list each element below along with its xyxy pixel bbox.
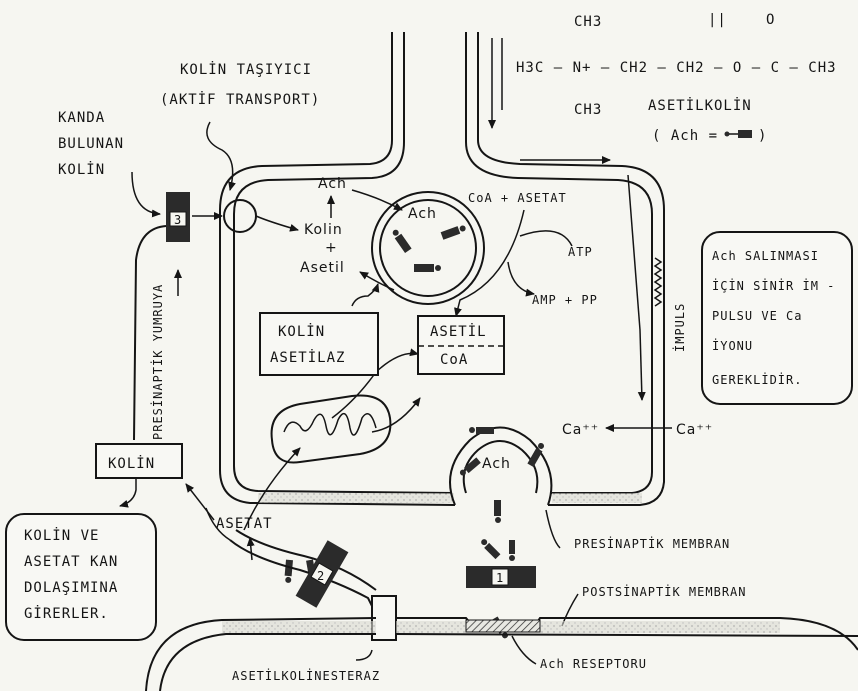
bulunan-label: BULUNAN: [58, 136, 124, 152]
note-line3: PULSU VE Ca: [712, 309, 802, 323]
kolin-ve-line3: DOLAŞIMINA: [24, 580, 118, 596]
arrow-asetat-to-mito: [243, 447, 301, 531]
kolin-blood-label: KOLİN: [58, 160, 105, 178]
impulse-zigzag: [653, 257, 663, 307]
enzyme-label-pointer: [355, 649, 373, 661]
release-vesicle-inner: [462, 440, 539, 494]
arrow-to-asetat: [246, 537, 255, 561]
presynaptic-membrane-dots: [258, 493, 454, 503]
atp-label: ATP: [568, 245, 593, 259]
kolin-box: [95, 443, 183, 479]
note-line5: GEREKLİDİR.: [712, 372, 802, 387]
ach-legend-symbol-icon: [724, 130, 752, 138]
asetil-label: Asetil: [300, 260, 345, 276]
kolin-asetilaz-line2: ASETİLAZ: [270, 348, 345, 366]
mitochondrion-cristae: [283, 412, 377, 436]
choline-return-path: [133, 225, 167, 441]
presinaptik-yumruya-label: PRESİNAPTİK YUMRUYA: [150, 284, 165, 440]
ach-vesicle-label: Ach: [408, 206, 437, 222]
arrow-ach-into-vesicle: [351, 189, 403, 211]
ach-release-label: Ach: [482, 456, 511, 472]
arrow-blood-choline: [131, 171, 161, 218]
choline-transporter: [223, 199, 257, 233]
channel-1-number: 1: [496, 571, 504, 585]
arrow-enzyme: [351, 283, 380, 307]
presynaptic-inner-membrane: [233, 32, 653, 494]
release-vesicle: [449, 426, 553, 506]
channel-2-number: 2: [317, 569, 325, 583]
aktif-transport-label: (AKTİF TRANSPORT): [160, 90, 320, 108]
channel-2: [295, 540, 349, 608]
arrow-coa-to-asetilcoa: [454, 209, 525, 317]
postsynaptic-membrane-inner: [159, 633, 858, 691]
receptor-label-pointer: [511, 635, 537, 665]
kolin-tasiyici-title: KOLİN TAŞIYICI: [180, 60, 312, 78]
note-line4: İYONU: [712, 338, 753, 353]
impuls-label: İMPULS: [672, 303, 687, 352]
kolin-inside-label: Kolin: [304, 222, 343, 238]
synaptic-vesicle-inner: [379, 199, 477, 297]
plus-label: +: [325, 240, 338, 256]
structure-abbrev: ( Ach =: [652, 128, 718, 144]
postsynaptic-membrane-dots-2: [396, 621, 466, 633]
kolin-asetilaz-box: [259, 312, 379, 376]
ca-inside-label: Ca⁺⁺: [562, 422, 599, 438]
structure-oxygen: O: [766, 12, 775, 28]
ach-top-label: Ach: [318, 176, 347, 192]
mitochondrion: [270, 394, 392, 464]
kanda-label: KANDA: [58, 110, 105, 126]
arrow-mito-to-coa: [371, 397, 421, 433]
channel-3-number: 3: [174, 213, 182, 227]
ach-molecule-icons: [284, 225, 544, 639]
kolin-ve-line4: GİRERLER.: [24, 604, 109, 622]
arrow-to-kolin-box: [185, 483, 215, 521]
kolin-ve-line1: KOLİN VE: [24, 526, 99, 544]
postsinaptik-membran-label: POSTSİNAPTİK MEMBRAN: [582, 584, 747, 599]
kolin-ve-line2: ASETAT KAN: [24, 554, 118, 570]
atp-curve: [519, 230, 573, 247]
structure-line-ch3-bottom: CH3: [574, 102, 602, 118]
structure-name: ASETİLKOLİN: [648, 96, 752, 114]
degradation-tube: [229, 539, 375, 611]
coa-asetat-label: CoA + ASETAT: [468, 191, 567, 205]
kolin-asetilaz-line1: KOLİN: [278, 322, 325, 340]
arrow-to-kolin: [255, 215, 299, 232]
structure-double-bond: ||: [708, 12, 727, 28]
structure-line-main: H3C — N+ — CH2 — CH2 — O — C — CH3: [516, 60, 837, 76]
presynaptic-membrane-dots-right: [552, 493, 642, 503]
arrow-to-asetil: [359, 271, 395, 291]
asetilkolinesteraz-label: ASETİLKOLİNESTERAZ: [232, 668, 380, 683]
transporter-label-pointer: [206, 121, 236, 191]
structure-line-ch3-top: CH3: [574, 14, 602, 30]
kolin-box-label: KOLİN: [108, 454, 155, 472]
arrow-to-bloodstream: [119, 466, 137, 508]
arrow-to-amp: [507, 261, 535, 297]
postsynaptic-membrane-dots: [222, 621, 376, 633]
synaptic-vesicle: [371, 191, 485, 305]
ach-receptor: [465, 619, 541, 633]
asetil-coa-line2: CoA: [440, 352, 468, 368]
impulse-arrow: [637, 329, 646, 401]
asetat-label: ASETAT: [216, 516, 273, 532]
note-box: [701, 231, 853, 405]
kolin-ve-asetat-box: [5, 513, 157, 641]
presynaptic-label-pointer: [545, 509, 561, 549]
ach-reseptoru-label: Ach RESEPTORU: [540, 657, 647, 671]
presynaptic-outer-membrane: [219, 32, 665, 506]
amp-pp-label: AMP + PP: [532, 293, 598, 307]
ca-outside-label: Ca⁺⁺: [676, 422, 713, 438]
postsynaptic-membrane-dots-3: [540, 621, 780, 633]
asetil-coa-line1: ASETİL: [430, 322, 487, 340]
note-line2: İÇİN SİNİR İM -: [712, 278, 835, 293]
note-line1: Ach SALINMASI: [712, 249, 819, 263]
presinaptik-membran-label: PRESİNAPTİK MEMBRAN: [574, 536, 730, 551]
impulse-line: [627, 174, 641, 331]
asetil-coa-box: [417, 315, 505, 375]
structure-abbrev-close: ): [758, 128, 767, 144]
